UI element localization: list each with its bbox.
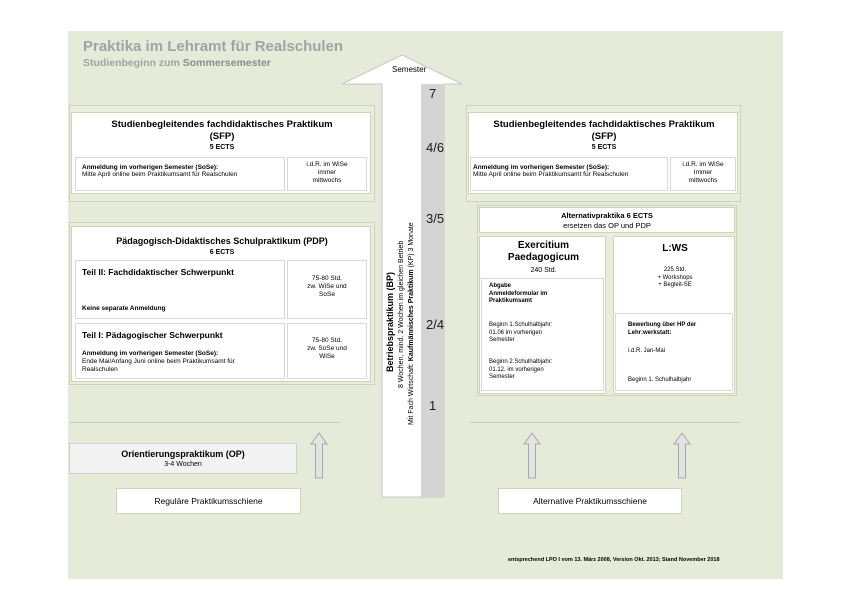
right-divider <box>470 422 740 423</box>
page-title: Praktika im Lehramt für Realschulen <box>83 38 344 55</box>
semester-arrow <box>341 55 463 498</box>
sfp-registration: Anmeldung im vorherigen Semester (SoSe):… <box>470 157 668 191</box>
pdp-part1-hours: 75-80 Std. zw. SoSe und WiSe <box>287 323 367 379</box>
bp-title: Betriebspraktikum (BP) <box>385 271 395 372</box>
right-sfp-box: Studienbegleitendes fachdidaktisches Pra… <box>468 112 738 194</box>
sfp-timing: i.d.R. im WiSe Immer mittwochs <box>670 157 736 191</box>
left-sfp-box: Studienbegleitendes fachdidaktisches Pra… <box>71 112 371 194</box>
semester-7: 7 <box>429 86 437 101</box>
pdp-part1: Teil I: Pädagogischer Schwerpunkt Anmeld… <box>75 323 285 379</box>
alternative-header: Alternativpraktika 6 ECTS ersetzen das O… <box>479 207 735 233</box>
sfp-timing: i.d.R. im WiSe immer mittwochs <box>287 157 367 191</box>
page-subtitle: Studienbeginn zum Sommersemester <box>83 57 271 69</box>
pdp-ects: 6 ECTS <box>209 249 235 256</box>
semester-4-6: 4/6 <box>426 140 445 155</box>
regular-rail-label: Reguläre Praktikumsschiene <box>116 488 301 514</box>
pdp-part2: Teil II: Fachdidaktischer Schwerpunkt Ke… <box>75 260 285 319</box>
sfp-title: Studienbegleitendes fachdidaktisches Pra… <box>493 119 715 142</box>
lws-hours: 225 Std. + Workshops + Begleit-SE <box>657 267 693 288</box>
left-up-arrow <box>310 432 328 479</box>
left-divider <box>70 422 340 423</box>
exercitium-box: Exercitium Paedagogicum 240 Std. Abgabe … <box>479 236 606 394</box>
exercitium-details: Abgabe Anmeldeformular im Praktikumsamt … <box>481 278 604 391</box>
semester-1: 1 <box>429 398 437 413</box>
footer-note: entsprechend LPO I vom 13. März 2008, Ve… <box>508 557 720 563</box>
lws-details: Bewerbung über HP der Lehr:werkstatt: i.… <box>615 313 733 391</box>
right-up-arrow-1 <box>523 432 541 479</box>
sfp-title: Studienbegleitendes fachdidaktisches Pra… <box>111 119 333 142</box>
sfp-ects: 5 ECTS <box>591 144 617 151</box>
bp-description: 8 Wochen, mind. 2 Wochen im gleichen Bet… <box>398 240 405 388</box>
lws-title: L:WS <box>662 243 688 254</box>
op-title: Orientierungspraktikum (OP) <box>121 449 245 459</box>
left-pdp-box: Pädagogisch-Didaktisches Schulpraktikum … <box>71 226 371 382</box>
op-duration: 3-4 Wochen <box>164 461 202 468</box>
pdp-title: Pädagogisch-Didaktisches Schulpraktikum … <box>116 236 328 246</box>
semester-2-4: 2/4 <box>426 317 445 332</box>
right-up-arrow-2 <box>673 432 691 479</box>
pdp-part2-hours: 75-80 Std. zw. WiSe und SoSe <box>287 260 367 319</box>
semester-3-5: 3/5 <box>426 211 445 226</box>
kp-description: Mit Fach Wirtschaft: Kaufmännisches Prak… <box>408 222 415 425</box>
alternative-rail-label: Alternative Praktikumsschiene <box>498 488 682 514</box>
op-box: Orientierungspraktikum (OP) 3-4 Wochen <box>69 443 297 474</box>
semester-label: Semester <box>392 65 427 74</box>
sfp-registration: Anmeldung im vorherigen Semester (SoSe):… <box>75 157 285 191</box>
lws-box: L:WS 225 Std. + Workshops + Begleit-SE B… <box>613 236 735 394</box>
exercitium-title: Exercitium Paedagogicum <box>507 240 580 263</box>
exercitium-hours: 240 Std. <box>530 267 557 274</box>
sfp-ects: 5 ECTS <box>209 144 235 151</box>
